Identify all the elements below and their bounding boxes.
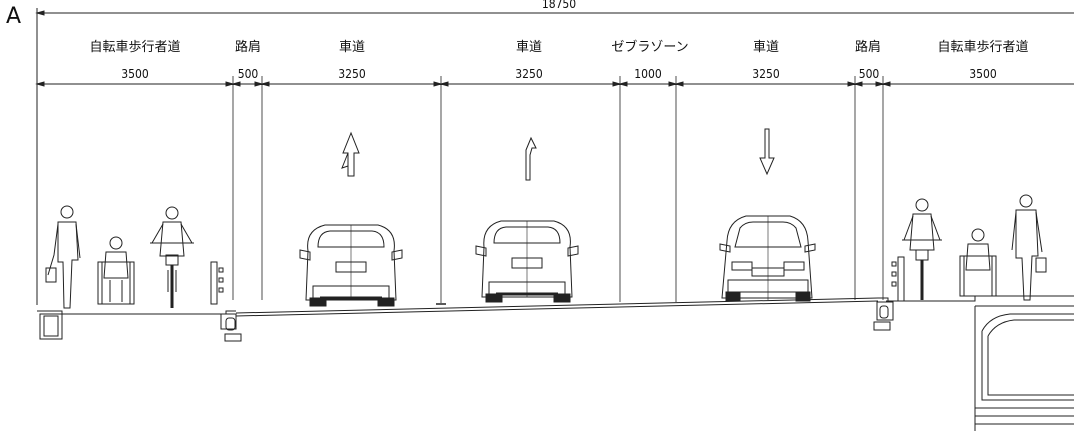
car-front-view [719,215,816,302]
bollard-left [210,261,224,305]
dim-carriageway-3: 3250 [752,67,780,81]
lane-name-carriageway-3: 車道 [752,40,780,55]
right-curb [873,301,894,331]
lane-name-shoulder-left: 路肩 [234,40,262,55]
bollard-right [891,256,905,302]
section-label: A [6,4,22,29]
pedestrian-standing-right [1011,194,1047,301]
cyclist-left [150,206,194,308]
cyclist-right [902,198,942,300]
lane-name-zebra-zone: ゼブラゾーン [611,40,689,55]
lane-name-sidewalk-left: 自転車歩行者道 [89,40,181,55]
lane-name-carriageway-2: 車道 [515,40,543,55]
car-rear-view-2 [475,220,579,303]
dim-sidewalk-left: 3500 [121,67,149,81]
dim-shoulder-right: 500 [858,67,880,81]
dim-carriageway-2: 3250 [515,67,543,81]
lane-arrow-left-straight [341,131,360,177]
lane-arrow-right-turn [525,136,537,181]
dim-carriageway-1: 3250 [338,67,366,81]
lane-boundary-lines [232,76,884,303]
pedestrian-standing-left [45,205,81,309]
total-dimension-line [35,8,1074,305]
wheelchair-user-left [97,236,135,305]
dim-sidewalk-right: 3500 [969,67,997,81]
dim-shoulder-left: 500 [237,67,259,81]
dim-zebra-zone: 1000 [634,67,662,81]
total-width-dimension: 18750 [541,0,577,11]
lane-name-carriageway-1: 車道 [338,40,366,55]
left-curb [39,313,242,342]
lane-name-shoulder-right: 路肩 [854,40,882,55]
retaining-structure [974,305,1074,431]
car-rear-view-1 [299,224,403,307]
lane-name-sidewalk-right: 自転車歩行者道 [937,40,1029,55]
wheelchair-user-right [959,228,997,297]
lane-dimension-line [35,81,1074,87]
lane-arrow-down [759,128,775,176]
